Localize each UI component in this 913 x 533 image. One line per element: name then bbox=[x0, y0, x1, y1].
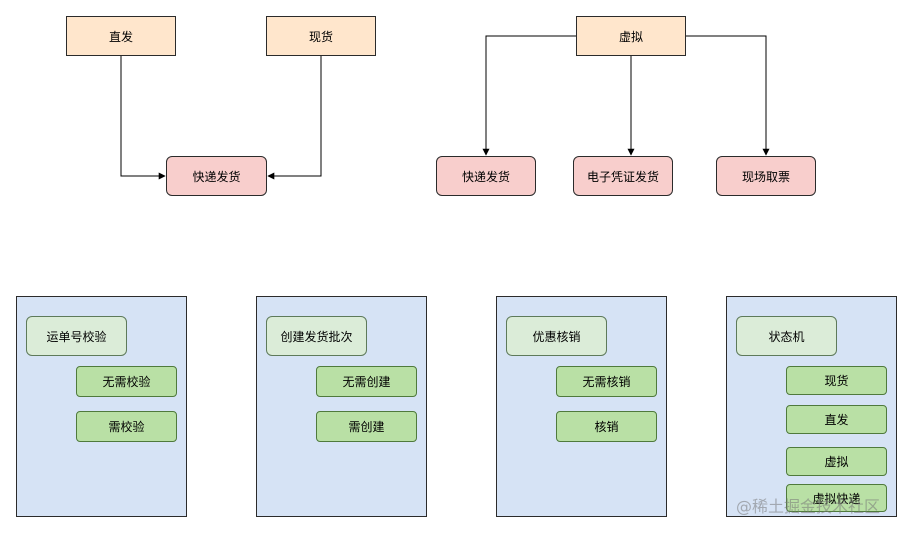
option-xuni: 虚拟 bbox=[786, 447, 887, 476]
option-xianhuo: 现货 bbox=[786, 366, 887, 395]
source-node-zhifa: 直发 bbox=[66, 16, 176, 56]
edge-xuni-to-kuaidi bbox=[482, 35, 576, 156]
option-no-writeoff: 无需核销 bbox=[556, 366, 657, 397]
group-state-machine: 状态机 bbox=[736, 316, 837, 356]
target-node-kuaidi-2: 快递发货 bbox=[436, 156, 536, 196]
option-need-check: 需校验 bbox=[76, 411, 177, 442]
target-node-xianchang: 现场取票 bbox=[716, 156, 816, 196]
group-create-batch: 创建发货批次 bbox=[266, 316, 367, 356]
edge-xuni-to-xianchang bbox=[686, 35, 770, 156]
option-no-create: 无需创建 bbox=[316, 366, 417, 397]
target-node-kuaidi: 快递发货 bbox=[166, 156, 267, 196]
panel-create-batch bbox=[256, 296, 427, 517]
option-writeoff: 核销 bbox=[556, 411, 657, 442]
option-no-check: 无需校验 bbox=[76, 366, 177, 397]
edge-xianhuo-to-kuaidi bbox=[267, 56, 322, 180]
watermark: @稀土掘金技术社区 bbox=[736, 497, 881, 516]
edge-zhifa-to-kuaidi bbox=[120, 56, 166, 180]
group-waybill-check: 运单号校验 bbox=[26, 316, 127, 356]
group-coupon-writeoff: 优惠核销 bbox=[506, 316, 607, 356]
option-need-create: 需创建 bbox=[316, 411, 417, 442]
option-zhifa: 直发 bbox=[786, 405, 887, 434]
source-node-xianhuo: 现货 bbox=[266, 16, 376, 56]
target-node-dianzi: 电子凭证发货 bbox=[573, 156, 673, 196]
source-node-xuni: 虚拟 bbox=[576, 16, 686, 56]
option-xuni-kuaidi: 虚拟快递 bbox=[786, 484, 887, 512]
